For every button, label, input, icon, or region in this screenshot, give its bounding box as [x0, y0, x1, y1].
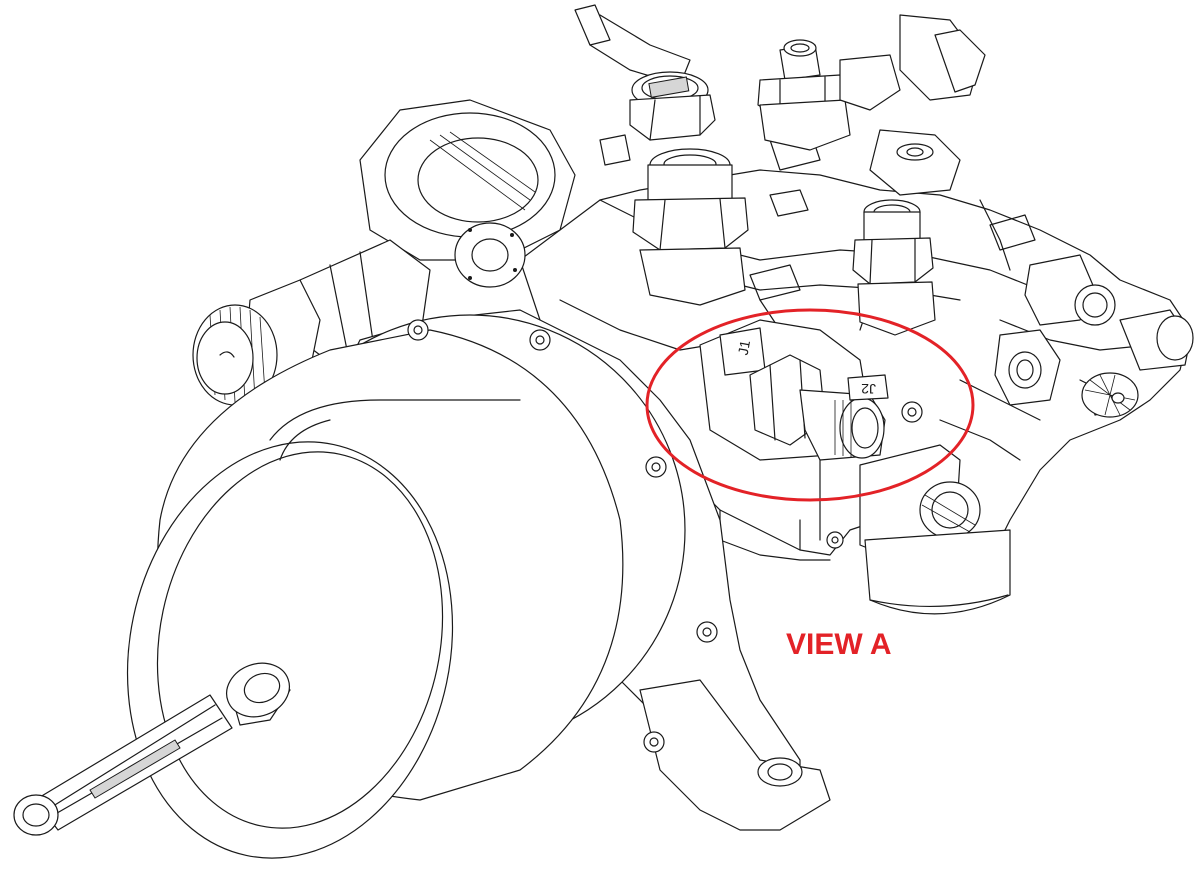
- view-a-label: VIEW A: [786, 628, 892, 661]
- left-fittings: [192, 99, 576, 406]
- view-a-callout-ellipse: [645, 308, 975, 502]
- top-fittings: [574, 4, 1116, 416]
- stamp-j1: J1: [735, 339, 753, 357]
- bottom-center-fittings: [699, 319, 1011, 615]
- stamp-j2: J2: [861, 381, 876, 397]
- drive-shaft: [13, 662, 291, 836]
- motor-housing: [126, 309, 831, 859]
- right-fittings: [994, 254, 1194, 418]
